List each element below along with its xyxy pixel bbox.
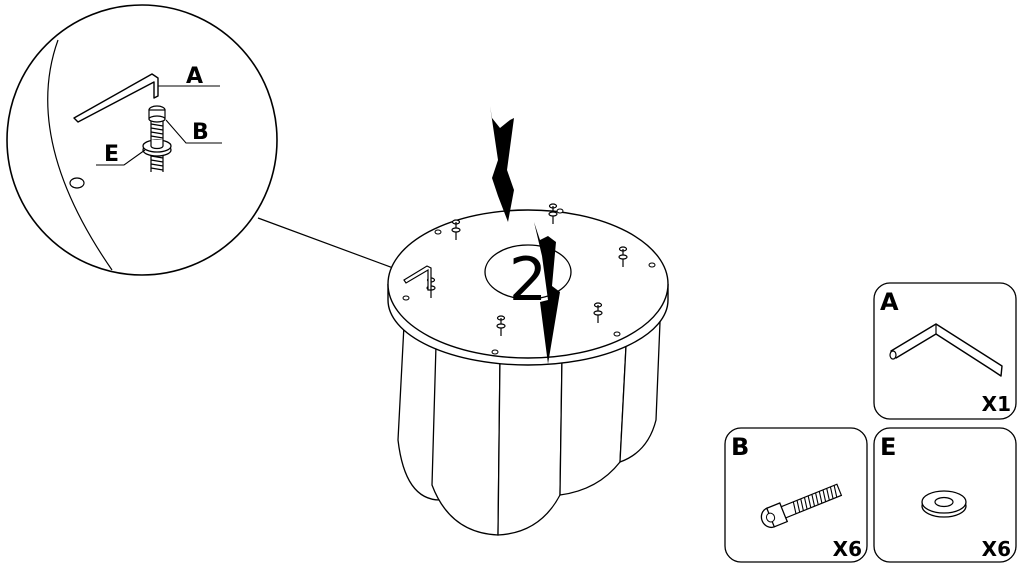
part-quantity-a: X1 [982, 392, 1011, 416]
down-arrow-icon [490, 106, 514, 222]
tabletop-bolt [618, 246, 628, 267]
callout-allen-key-icon [73, 73, 159, 123]
part-card-b: B X6 [724, 427, 868, 563]
callout-label-a: A [186, 64, 203, 89]
part-quantity-e: X6 [982, 537, 1011, 561]
part-letter-b: B [731, 433, 749, 461]
part-quantity-b: X6 [833, 537, 862, 561]
allen-key-icon [889, 323, 1003, 377]
tabletop-allen-key-icon [403, 265, 432, 291]
detail-callout: A B E [6, 4, 405, 276]
part-card-a: A X1 [873, 282, 1017, 420]
part-card-e: E X6 [873, 427, 1017, 563]
table-base [397, 320, 661, 536]
down-arrow-icon [534, 222, 560, 364]
callout-label-e: E [104, 142, 119, 167]
tabletop-bolt [548, 203, 558, 224]
washer-icon [921, 490, 967, 518]
bolt-icon [760, 483, 843, 529]
part-letter-e: E [880, 433, 896, 461]
tabletop-bolt [451, 219, 461, 240]
callout-washer-icon [142, 139, 172, 157]
part-letter-a: A [880, 288, 899, 316]
tabletop-holes [402, 208, 656, 355]
callout-label-b: B [192, 120, 209, 145]
tabletop-bolt [496, 315, 506, 336]
hole-icon [69, 177, 85, 189]
tabletop-bolt [593, 302, 603, 323]
